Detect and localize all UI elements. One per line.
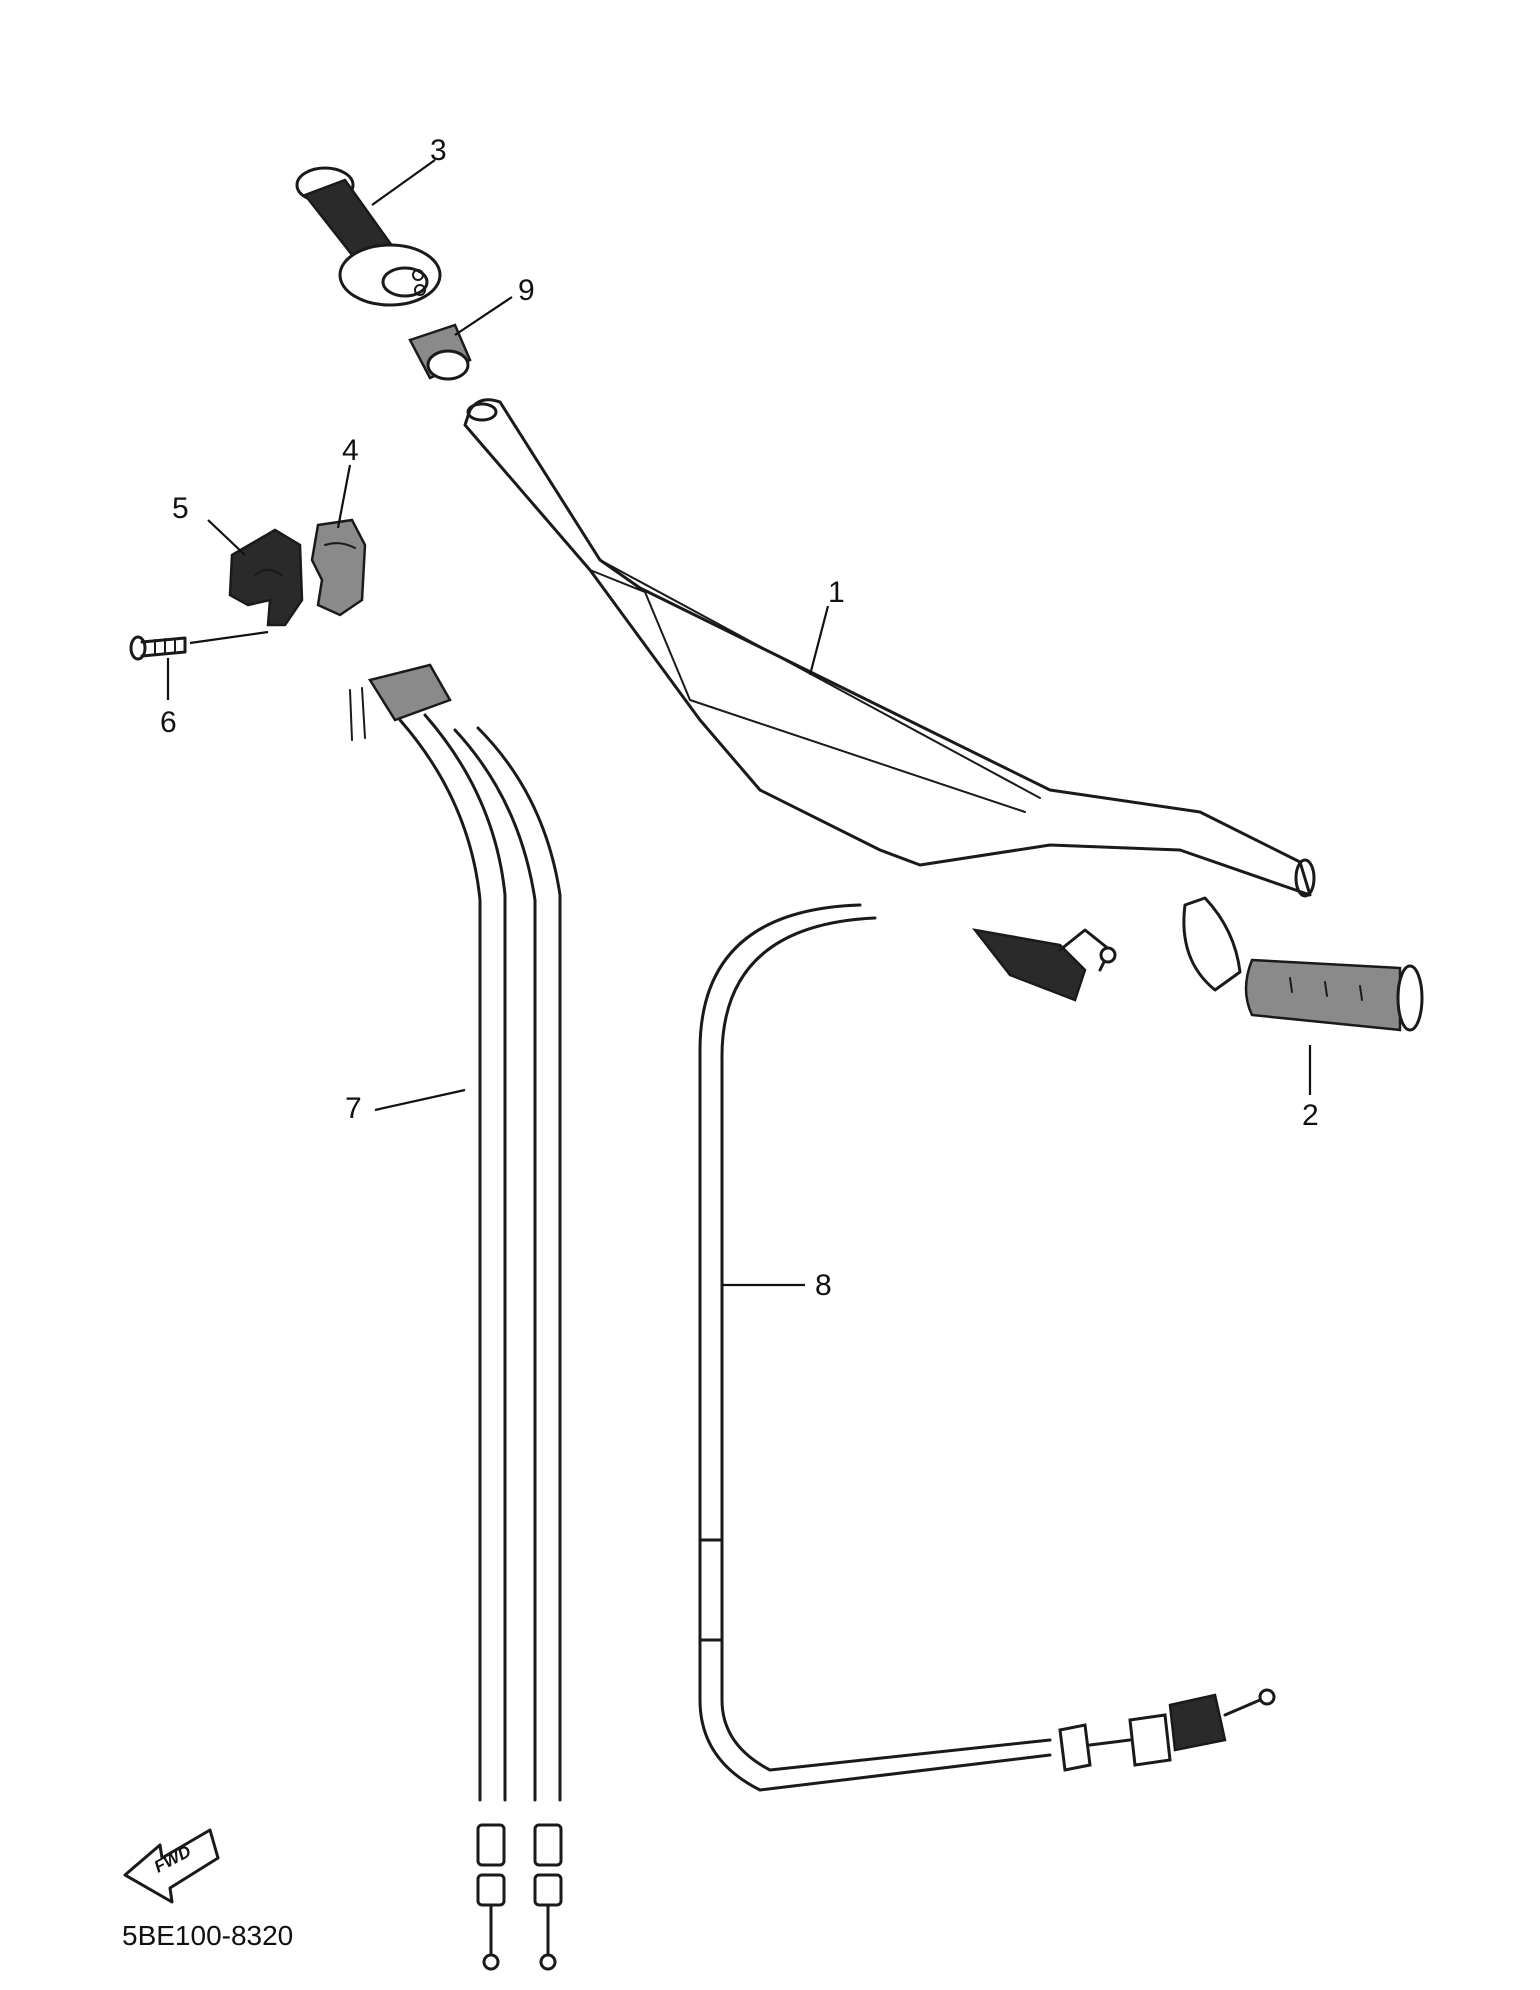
callout-1: 1 [828,576,845,609]
clutch-cable [698,903,1276,1792]
upper-holder [310,518,367,617]
right-grip [1182,896,1424,1032]
throttle-grip [295,166,442,307]
callout-numbers: 1 2 3 4 5 6 7 8 9 [160,134,1319,1302]
forward-arrow-icon: FWD [123,1828,220,1904]
callout-6: 6 [160,706,177,739]
callout-9: 9 [518,274,535,307]
callout-7: 7 [345,1092,362,1125]
callout-3: 3 [430,134,447,167]
callout-5: 5 [172,492,189,525]
collar [408,323,472,381]
leader-lines [166,159,1312,1287]
callout-4: 4 [342,434,359,467]
lower-holder [228,528,304,627]
diagram-code: 5BE100-8320 [122,1920,293,1951]
handlebar [463,398,1316,898]
callout-8: 8 [815,1269,832,1302]
throttle-cables [349,663,563,1971]
callout-2: 2 [1302,1099,1319,1132]
bolt [129,635,187,661]
